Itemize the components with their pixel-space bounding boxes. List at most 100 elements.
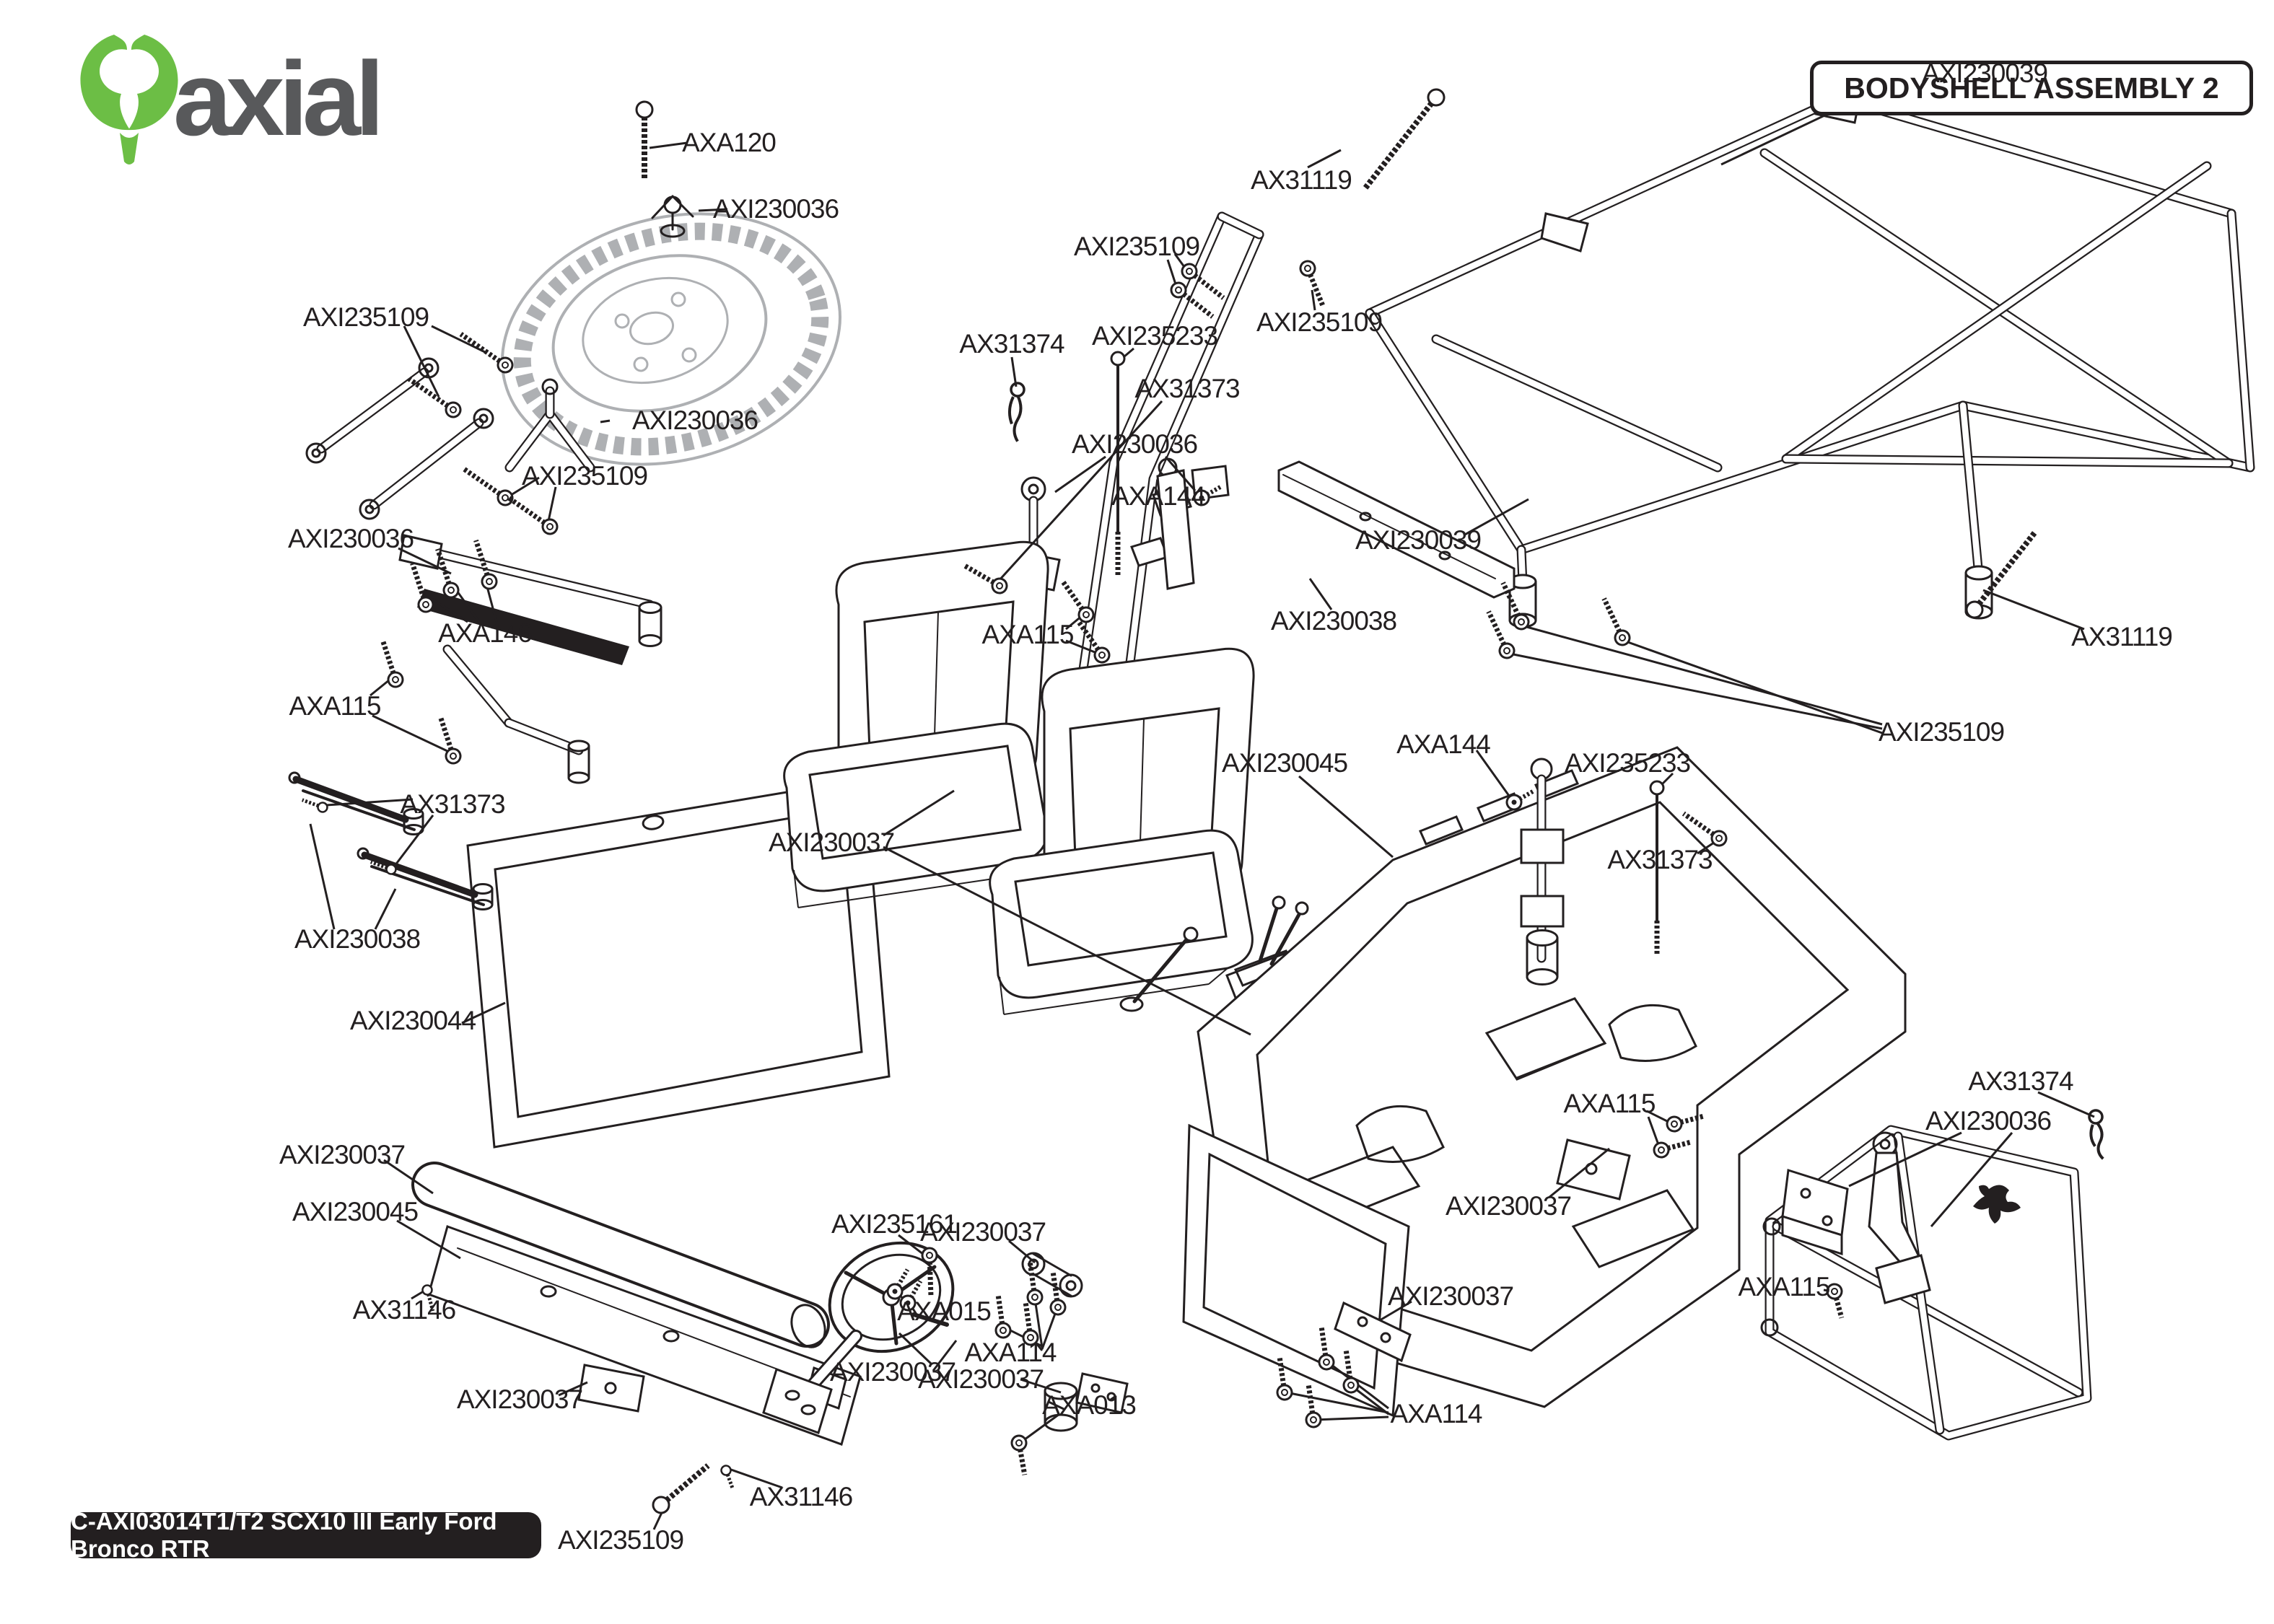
illustration-shape — [1571, 1189, 1695, 1268]
screw-part — [385, 864, 397, 875]
screw-part — [422, 601, 429, 608]
part-label: AXI235109 — [521, 461, 648, 491]
illustration-shape — [1044, 1382, 1078, 1400]
screw-part — [1666, 1139, 1692, 1151]
illustration-shape — [302, 789, 416, 831]
part-label: AXA115 — [289, 691, 381, 721]
part-label: AXA114 — [1390, 1399, 1482, 1428]
illustration-shape — [1075, 1372, 1129, 1414]
screw-part — [1965, 600, 1984, 619]
illustration-shape — [472, 883, 494, 895]
screw-icon — [652, 1463, 710, 1514]
leader-line — [1010, 356, 1018, 387]
illustration-shape — [1366, 95, 2235, 317]
part-label: AXI230038 — [294, 924, 421, 954]
illustration-shape — [478, 413, 489, 423]
part-label: AXI230037 — [768, 828, 895, 857]
illustration-shape — [614, 313, 630, 329]
screw-icon — [1486, 610, 1516, 659]
screw-icon — [1276, 1357, 1293, 1401]
part-label: AXA144 — [1111, 481, 1206, 511]
screw-part — [896, 1268, 910, 1287]
screw-icon — [1649, 780, 1665, 954]
illustration-shape — [671, 195, 694, 218]
screw-part — [1093, 646, 1111, 664]
screw-icon — [1110, 351, 1126, 575]
illustration-shape — [1032, 1252, 1072, 1277]
illustration-shape — [1822, 1215, 1833, 1226]
illustration-shape — [1879, 1138, 1891, 1150]
screw-icon — [507, 495, 559, 535]
leader-line — [1020, 1378, 1062, 1394]
illustration-shape — [1762, 1217, 1781, 1236]
leader-line — [1379, 1300, 1412, 1322]
illustration-shape — [638, 634, 662, 647]
part-label: AX31146 — [352, 1295, 456, 1325]
leader-line — [1021, 1413, 1060, 1443]
screw-part — [1306, 1384, 1316, 1414]
illustration-shape — [427, 1225, 862, 1446]
screw-icon — [435, 548, 460, 599]
screw-part — [497, 489, 514, 506]
screw-icon — [1077, 620, 1111, 664]
illustration-shape — [501, 212, 841, 466]
leader-line — [1930, 1132, 2013, 1227]
leader-line — [1033, 1298, 1044, 1348]
leader-line — [558, 1381, 588, 1397]
illustration-shape — [406, 543, 653, 608]
screw-part — [450, 752, 457, 760]
part-label: AXI230036 — [1071, 429, 1198, 459]
illustration-shape — [1130, 537, 1169, 567]
screw-part — [1049, 1299, 1067, 1316]
illustration-shape — [1359, 512, 1372, 522]
part-label: AXA144 — [1396, 729, 1491, 759]
screw-part — [1031, 1294, 1038, 1301]
illustration-shape — [1182, 1123, 1410, 1418]
illustration-shape — [790, 1304, 826, 1348]
screw-part — [991, 577, 1008, 594]
illustration-shape — [1256, 801, 1850, 1352]
screw-part — [1299, 260, 1316, 277]
screw-part — [1010, 1434, 1028, 1452]
screw-part — [927, 1261, 934, 1296]
screw-part — [1679, 1113, 1705, 1125]
illustration-shape — [1208, 967, 1228, 985]
screw-part — [665, 1463, 710, 1503]
illustration-shape — [1269, 910, 1303, 966]
leader-line — [1509, 652, 1883, 730]
screw-part — [1015, 1439, 1023, 1447]
part-label: AXI235161 — [831, 1209, 958, 1239]
illustration-shape — [638, 601, 662, 614]
screw-part — [963, 563, 995, 585]
screw-part — [1281, 1389, 1288, 1396]
screw-icon — [407, 377, 462, 418]
illustration-shape — [364, 504, 375, 514]
screw-part — [1518, 789, 1534, 802]
part-label: AXI230037 — [1445, 1191, 1572, 1221]
screw-part — [1170, 281, 1187, 299]
screw-part — [438, 717, 454, 751]
leader-line — [1463, 498, 1529, 537]
illustration-shape — [629, 311, 674, 346]
part-label: AXI230039 — [1355, 525, 1482, 555]
illustration-shape — [1964, 565, 1993, 581]
illustration-shape — [642, 815, 665, 830]
illustration-shape — [305, 442, 327, 464]
screw-icon — [1653, 1139, 1692, 1159]
screw-icon — [1049, 1272, 1067, 1316]
illustration-shape — [1122, 231, 1263, 701]
screw-part — [1018, 1449, 1028, 1475]
screw-part — [1181, 263, 1198, 280]
leader-line — [396, 1219, 461, 1260]
leader-line — [383, 1159, 434, 1195]
illustration-shape — [1059, 1273, 1083, 1298]
part-label: AX31373 — [1134, 374, 1240, 403]
screw-part — [1305, 1411, 1322, 1428]
part-label: AXA013 — [1042, 1390, 1137, 1420]
illustration-shape — [1526, 929, 1559, 947]
illustration-shape — [660, 224, 686, 238]
screw-part — [1486, 610, 1507, 646]
leader-line — [649, 141, 688, 149]
part-label: AXI230036 — [631, 405, 758, 435]
